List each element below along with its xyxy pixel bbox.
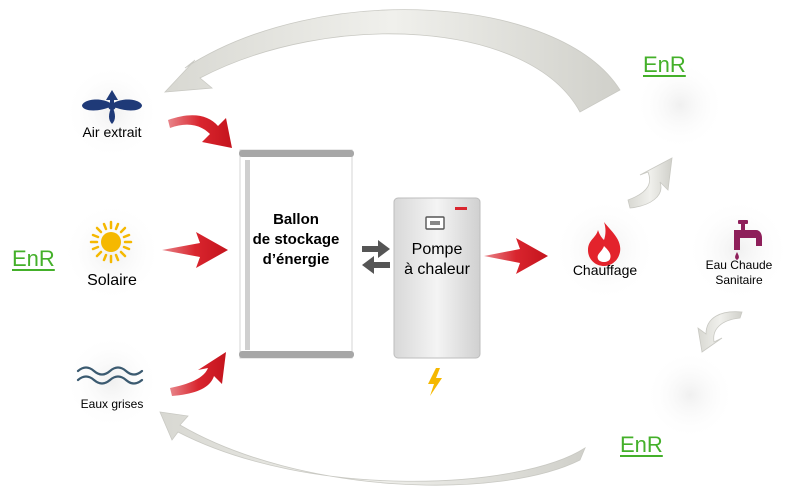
red-arrow-solar [162, 232, 228, 268]
bottom-return-arc [159, 411, 586, 486]
storage-tank [239, 149, 354, 359]
glow-top-right [635, 60, 725, 150]
heat-pump-unit [393, 197, 481, 359]
heat-pump-line2: à chaleur [404, 261, 470, 278]
small-arrow-bottom-right [697, 311, 743, 353]
top-return-arc [163, 9, 621, 113]
air-extract-label: Air extrait [82, 124, 142, 140]
red-arrow-heating [484, 238, 548, 274]
glow-bottom-right [645, 350, 735, 440]
fan-icon [82, 90, 142, 124]
solar-label: Solaire [87, 272, 137, 289]
storage-tank-label: Ballon de stockage d’énergie [246, 210, 346, 270]
enr-left-label: EnR [12, 246, 55, 271]
exchange-arrow-right [362, 240, 390, 258]
hot-water-line2: Sanitaire [715, 273, 763, 287]
lightning-icon [428, 368, 442, 396]
storage-tank-line1: Ballon [273, 211, 319, 228]
grey-water-label: Eaux grises [80, 397, 144, 411]
hot-water-line1: Eau Chaude [705, 258, 773, 272]
storage-tank-line2: de stockage [252, 231, 340, 248]
small-arrow-top-right [627, 157, 673, 209]
enr-top-right-label: EnR [643, 52, 686, 77]
exchange-arrow-left [362, 256, 390, 274]
storage-tank-line3: d’énergie [262, 251, 330, 268]
heat-pump-label: Pompe à chaleur [394, 240, 480, 280]
red-arrow-greywater [170, 352, 226, 396]
faucet-icon [734, 220, 762, 260]
glow-solar [62, 202, 162, 302]
enr-bottom-right-label: EnR [620, 432, 663, 457]
hot-water-label: Eau Chaude Sanitaire [693, 258, 785, 288]
waves-icon [76, 366, 144, 385]
heating-label: Chauffage [572, 262, 638, 278]
red-arrow-air [168, 115, 232, 148]
heat-pump-line1: Pompe [411, 241, 463, 258]
sun-icon [89, 220, 133, 264]
flame-icon [588, 222, 621, 266]
glow-greywater [64, 334, 160, 430]
